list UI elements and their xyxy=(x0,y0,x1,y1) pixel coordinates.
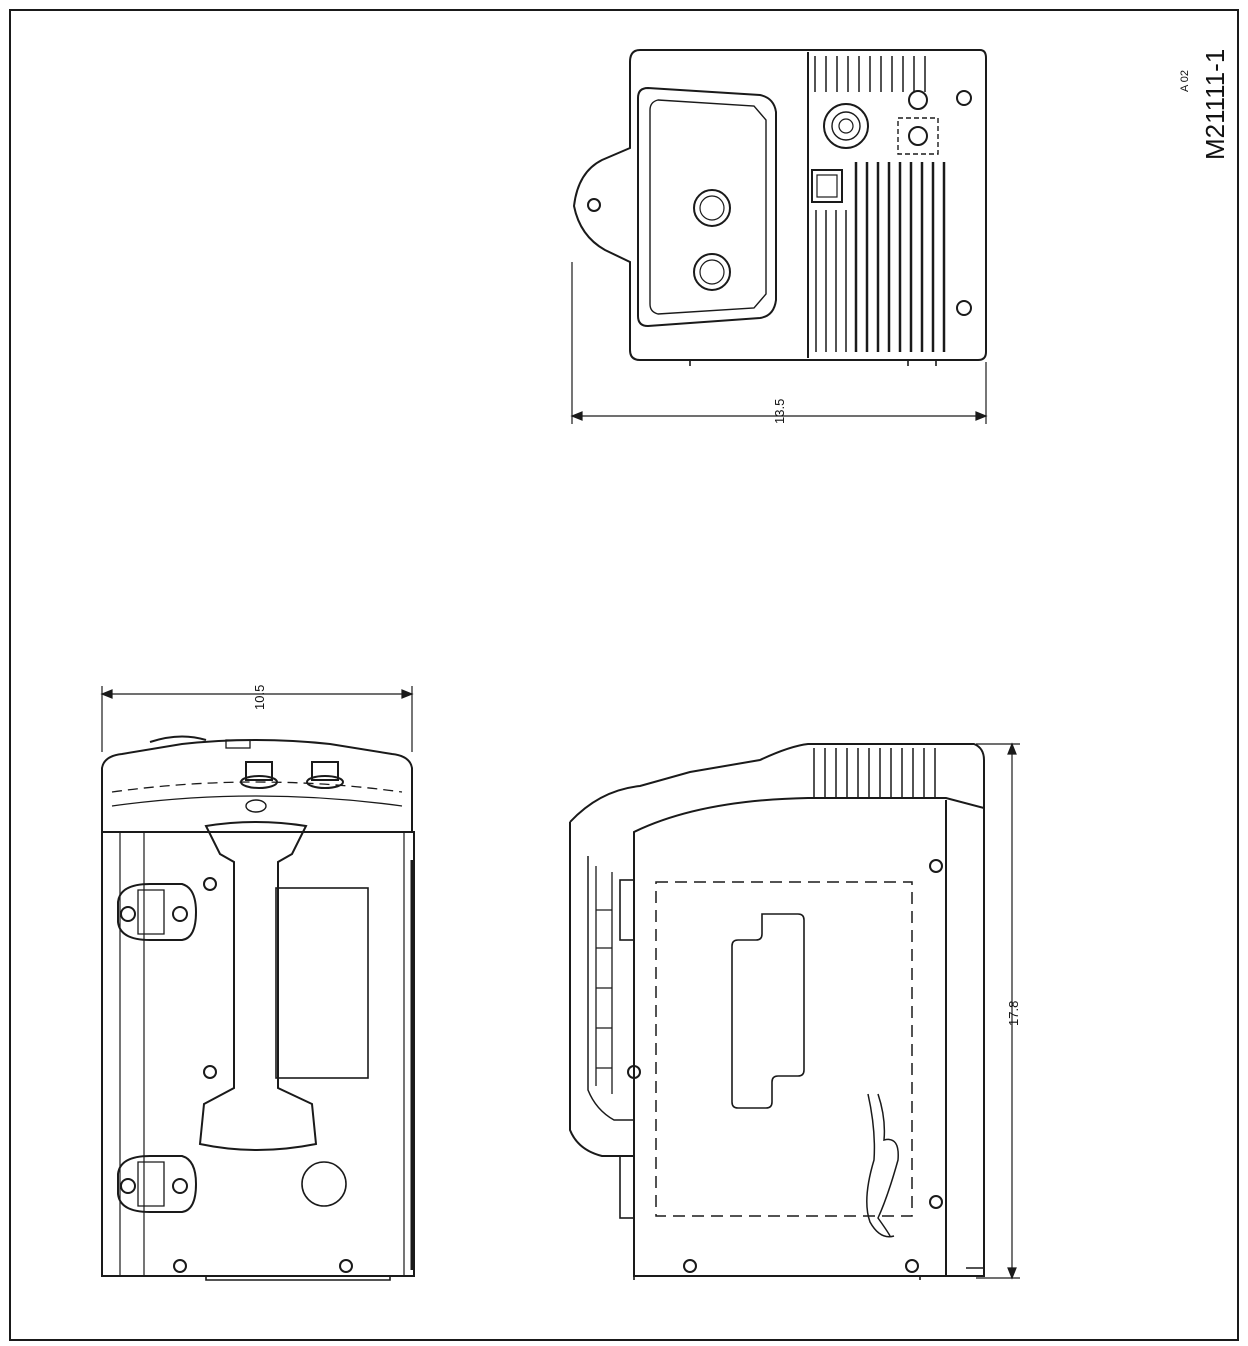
dimension-top-width xyxy=(570,262,988,424)
dimension-top-width-label: 13.5 xyxy=(772,399,787,424)
drawing-code: M21111-1 xyxy=(1200,49,1230,160)
top-view xyxy=(572,49,987,366)
front-view xyxy=(101,735,415,1281)
dimension-side-height xyxy=(976,742,1020,1280)
dimension-front-width-label: 10.5 xyxy=(252,685,267,710)
dimension-front-width xyxy=(100,686,414,752)
revision-label: A 02 xyxy=(1179,70,1191,92)
side-view xyxy=(569,743,985,1280)
sheet-border xyxy=(9,9,1239,1341)
dimension-side-height-label: 17.8 xyxy=(1006,1001,1021,1026)
